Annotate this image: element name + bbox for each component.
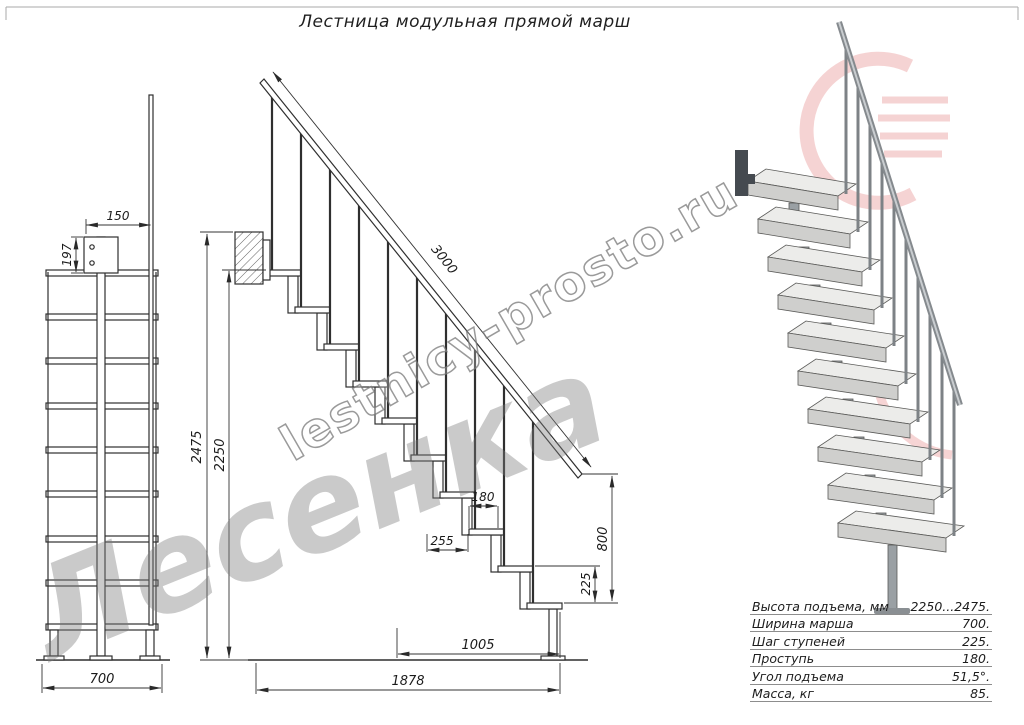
wall-bracket bbox=[234, 231, 264, 285]
bolt bbox=[89, 260, 95, 266]
dim-front-height: 197 bbox=[60, 243, 74, 266]
dim-stair-width: 700 bbox=[90, 672, 115, 687]
center-foot-plate bbox=[89, 655, 113, 661]
spec-row-tread: Проступь 180. bbox=[750, 650, 992, 667]
dim-step-rise: 225 bbox=[579, 573, 593, 596]
dim-rail-length: 3000 bbox=[428, 242, 460, 277]
spec-value: 225. bbox=[962, 633, 990, 649]
spine-modules bbox=[287, 275, 531, 610]
spec-label: Угол подъема bbox=[752, 668, 844, 684]
dim-total-height: 2475 bbox=[190, 430, 205, 463]
bottom-foot-plate bbox=[540, 655, 566, 661]
spec-value: 85. bbox=[970, 686, 990, 701]
dim-rail-end-height: 800 bbox=[596, 527, 611, 552]
rail-post-front bbox=[148, 94, 154, 626]
front-view bbox=[36, 94, 170, 661]
bottom-post bbox=[548, 608, 558, 657]
spec-label: Шаг ступеней bbox=[752, 633, 845, 649]
wall-plate bbox=[262, 239, 271, 281]
balusters bbox=[270, 93, 535, 603]
center-post bbox=[96, 236, 106, 657]
left-foot-plate bbox=[43, 655, 65, 661]
spec-value: 51,5°. bbox=[951, 668, 990, 684]
right-foot bbox=[145, 629, 155, 657]
spec-row-mass: Масса, кг 85. bbox=[750, 685, 992, 702]
side-view-dimensions: 3000 2475 2250 800 225 180 255 1005 1878 bbox=[190, 71, 618, 694]
handrail bbox=[259, 78, 583, 479]
dim-module-pitch: 255 bbox=[431, 534, 454, 548]
spec-label: Высота подъема, мм bbox=[752, 598, 889, 614]
spec-label: Ширина марша bbox=[752, 616, 854, 631]
iso-foot-plate bbox=[874, 608, 910, 614]
spec-table: Высота подъема, мм 2250...2475. Ширина м… bbox=[750, 597, 992, 702]
iso-steps bbox=[746, 168, 966, 553]
left-foot bbox=[49, 629, 59, 657]
iso-balusters bbox=[844, 44, 956, 536]
spec-value: 180. bbox=[962, 651, 990, 666]
iso-wall-bracket bbox=[735, 150, 748, 196]
sheet-frame bbox=[5, 6, 1019, 20]
dim-tread-depth: 180 bbox=[472, 490, 495, 504]
right-foot-plate bbox=[139, 655, 161, 661]
wall-bracket-front bbox=[83, 236, 119, 274]
iso-wall-bracket-arm bbox=[741, 174, 755, 184]
front-view-dimensions: 150 197 700 bbox=[41, 209, 163, 693]
dim-total-run: 1878 bbox=[391, 674, 424, 689]
bolt bbox=[89, 244, 95, 250]
iso-view bbox=[735, 21, 966, 614]
spec-value: 2250...2475. bbox=[910, 598, 990, 614]
dim-floor-height: 2250 bbox=[213, 438, 228, 471]
dim-bottom-run: 1005 bbox=[461, 638, 494, 653]
side-view bbox=[234, 78, 588, 661]
spec-row-width: Ширина марша 700. bbox=[750, 615, 992, 632]
iso-handrail-highlight bbox=[838, 21, 961, 406]
spec-row-height: Высота подъема, мм 2250...2475. bbox=[750, 597, 992, 615]
drawing-title: Лестница модульная прямой марш bbox=[299, 12, 631, 32]
spec-label: Проступь bbox=[752, 651, 815, 666]
spec-row-angle: Угол подъема 51,5°. bbox=[750, 667, 992, 685]
spec-row-step: Шаг ступеней 225. bbox=[750, 632, 992, 650]
spec-value: 700. bbox=[962, 616, 990, 631]
spec-label: Масса, кг bbox=[752, 686, 814, 701]
dim-front-width: 150 bbox=[107, 209, 130, 223]
